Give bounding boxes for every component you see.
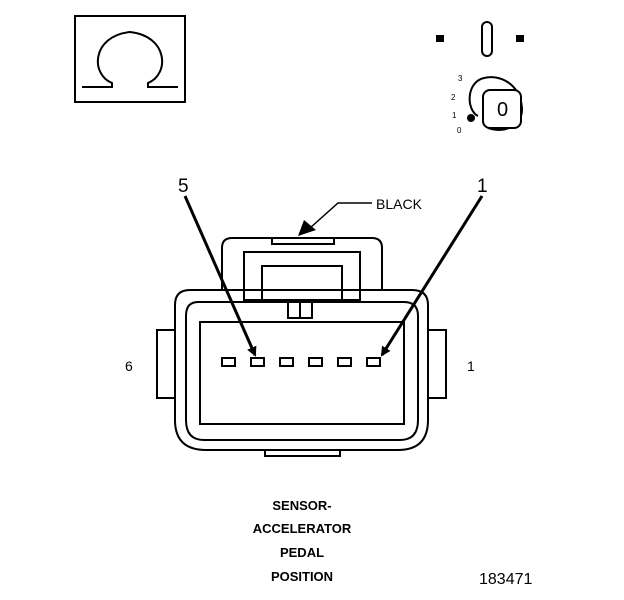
ohmmeter-icon [74,15,186,103]
caption-line-2: ACCELERATOR [253,521,352,536]
pin-6 [221,357,236,367]
caption-line-3: PEDAL [280,545,324,560]
pin-row [221,357,381,367]
arrow-to-pin-1 [380,195,484,357]
color-leader-line [309,202,372,229]
color-label: BLACK [376,196,423,212]
caption-line-1: SENSOR- [272,498,331,513]
pin-5 [250,357,265,367]
figure-id: 183471 [479,571,532,588]
callout-number-5: 5 [178,176,189,197]
callout-number-1: 1 [477,176,488,197]
key-position-3: 3 [458,74,463,83]
connector-housing [156,237,447,457]
key-position-1: 1 [452,111,457,120]
key-position-0: 0 [457,126,462,135]
arrow-to-pin-5 [183,195,257,357]
side-label-right: 1 [467,358,475,374]
caption-line-4: POSITION [271,569,333,584]
color-leader-arrowhead [298,220,316,236]
key-label: 0 [497,99,508,121]
ignition-switch-icon [436,21,524,131]
side-label-left: 6 [125,358,133,374]
key-position-2: 2 [451,93,456,102]
pin-2 [337,357,352,367]
pin-1 [366,357,381,367]
pin-3 [308,357,323,367]
pin-4 [279,357,294,367]
